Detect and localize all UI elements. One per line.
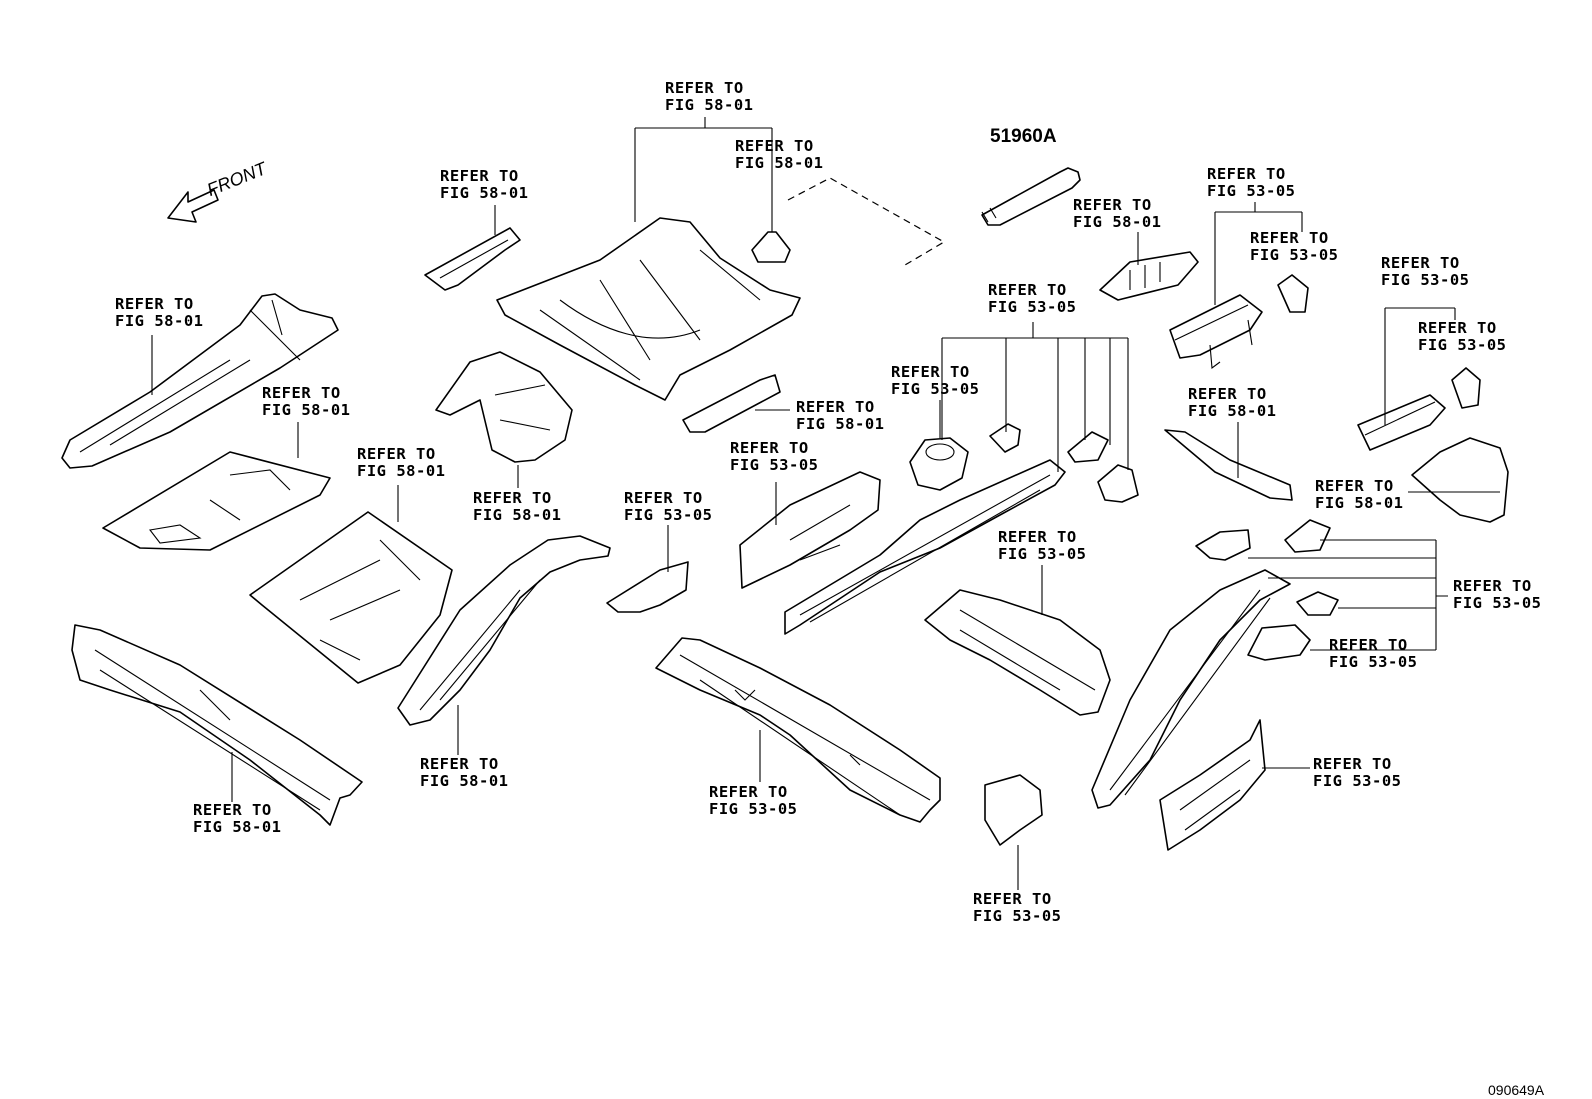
leader-lines: [151, 117, 1500, 890]
rear-floor-side-channel: [1169, 294, 1263, 359]
callout-ref[interactable]: REFER TO FIG 53-05: [709, 783, 798, 818]
front-side-member-left: [61, 293, 339, 469]
rear-side-member-inner: [397, 535, 611, 726]
bracket-small-b: [1067, 431, 1109, 463]
rocker-panel-left: [71, 624, 363, 826]
callout-ref[interactable]: REFER TO FIG 58-01: [796, 398, 885, 433]
jack-handle-51960a: [981, 167, 1081, 226]
callout-ref[interactable]: REFER TO FIG 58-01: [1188, 385, 1277, 420]
rocker-inner-reinforcement: [784, 459, 1066, 635]
callout-ref[interactable]: REFER TO FIG 58-01: [193, 801, 282, 836]
callout-ref[interactable]: REFER TO FIG 53-05: [1381, 254, 1470, 289]
floor-brace-bracket: [606, 561, 689, 613]
rear-floor-extension: [1159, 719, 1266, 851]
callout-ref[interactable]: REFER TO FIG 53-05: [1250, 229, 1339, 264]
floor-pan-rear: [249, 511, 453, 684]
suspension-support-tower: [909, 437, 969, 491]
rear-bumper-arm: [1164, 429, 1293, 501]
callout-ref[interactable]: REFER TO FIG 58-01: [262, 384, 351, 419]
callout-ref[interactable]: REFER TO FIG 53-05: [988, 281, 1077, 316]
callout-ref[interactable]: REFER TO FIG 53-05: [1453, 577, 1542, 612]
callout-ref[interactable]: REFER TO FIG 58-01: [1073, 196, 1162, 231]
callout-ref[interactable]: REFER TO FIG 53-05: [1313, 755, 1402, 790]
callout-ref[interactable]: REFER TO FIG 53-05: [1329, 636, 1418, 671]
rear-floor-side-member: [655, 637, 941, 823]
center-floor-pan: [496, 217, 801, 401]
bracket-small-e: [1284, 519, 1331, 553]
floor-pan-front-left: [102, 451, 331, 551]
rear-floor-crossmember: [682, 374, 781, 433]
lower-support-bracket: [984, 774, 1043, 846]
callout-ref[interactable]: REFER TO FIG 58-01: [473, 489, 562, 524]
bracket-small-d: [1195, 529, 1251, 561]
front-arrow-icon: [167, 189, 219, 223]
rear-panel-extension: [1411, 437, 1509, 523]
rear-floor-crossmember-lower: [924, 589, 1111, 716]
front-floor-reinforcement: [739, 471, 881, 589]
callout-ref[interactable]: REFER TO FIG 58-01: [357, 445, 446, 480]
callout-ref[interactable]: REFER TO FIG 58-01: [440, 167, 529, 202]
plug-oval-b: [1451, 367, 1481, 409]
callout-ref[interactable]: REFER TO FIG 53-05: [624, 489, 713, 524]
bracket-small-c: [1097, 464, 1139, 503]
callout-ref[interactable]: REFER TO FIG 53-05: [1418, 319, 1507, 354]
part-number-51960a[interactable]: 51960A: [990, 126, 1057, 147]
plug-oval-a: [1277, 274, 1309, 313]
bracket-small-f: [1296, 591, 1339, 616]
callout-ref[interactable]: REFER TO FIG 58-01: [1315, 477, 1404, 512]
callout-ref[interactable]: REFER TO FIG 58-01: [665, 79, 754, 114]
callout-ref[interactable]: REFER TO FIG 53-05: [1207, 165, 1296, 200]
image-code: 090649A: [1488, 1082, 1545, 1098]
callout-ref[interactable]: REFER TO FIG 58-01: [420, 755, 509, 790]
callout-ref[interactable]: REFER TO FIG 53-05: [730, 439, 819, 474]
callout-ref[interactable]: REFER TO FIG 58-01: [735, 137, 824, 172]
floor-crossmember-front: [424, 227, 521, 291]
callout-ref[interactable]: REFER TO FIG 53-05: [973, 890, 1062, 925]
callout-ref[interactable]: REFER TO FIG 53-05: [998, 528, 1087, 563]
floor-plug-dome: [751, 231, 791, 263]
spring-seat: [1247, 624, 1311, 661]
heat-insulator: [1099, 251, 1199, 301]
callout-ref[interactable]: REFER TO FIG 53-05: [891, 363, 980, 398]
rear-floor-channel-right: [1357, 394, 1446, 451]
rear-wheelhouse-inner: [435, 351, 573, 463]
bracket-small-a: [989, 423, 1021, 453]
callout-ref[interactable]: REFER TO FIG 58-01: [115, 295, 204, 330]
